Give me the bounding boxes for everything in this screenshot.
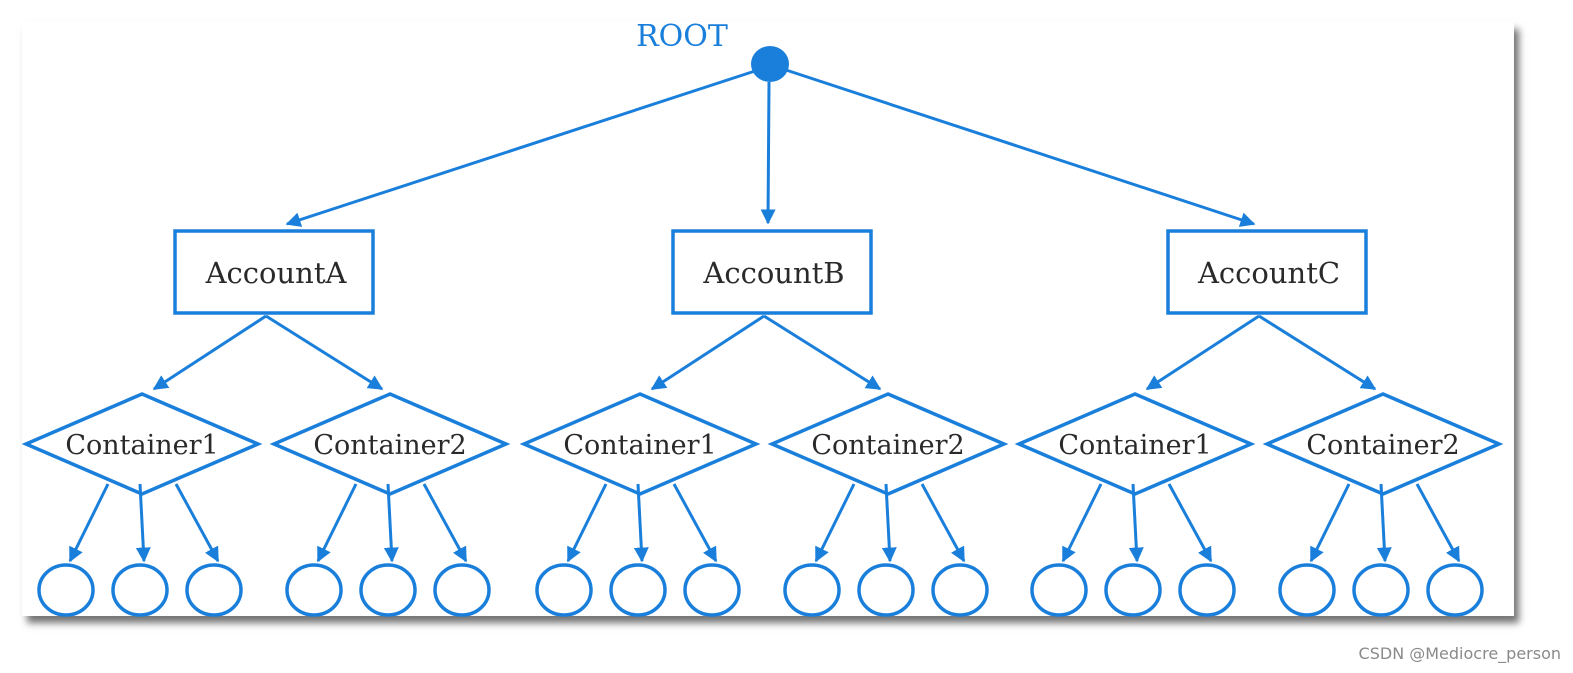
container-to-object-arrow bbox=[174, 483, 220, 563]
account-to-container-arrow bbox=[1145, 314, 1260, 391]
object-node bbox=[609, 563, 667, 617]
object-node bbox=[1104, 563, 1162, 617]
object-node bbox=[285, 563, 343, 617]
container-to-object-arrow bbox=[1167, 483, 1213, 563]
account-box bbox=[671, 229, 873, 315]
root-node bbox=[751, 46, 789, 82]
container-to-object-arrow bbox=[566, 483, 608, 563]
account-to-container-arrow bbox=[152, 314, 267, 391]
object-node bbox=[783, 563, 841, 617]
container-to-object-arrow bbox=[68, 483, 110, 563]
object-node bbox=[535, 563, 593, 617]
root-to-account-arrow bbox=[760, 81, 776, 225]
container-to-object-arrow bbox=[633, 483, 649, 563]
account-box bbox=[173, 229, 375, 315]
container-label: Container2 bbox=[313, 430, 466, 461]
account-label: AccountC bbox=[1197, 256, 1340, 290]
container-to-object-arrow bbox=[920, 483, 966, 563]
root-label: ROOT bbox=[636, 19, 728, 54]
container-label: Container1 bbox=[563, 430, 716, 461]
container-label: Container2 bbox=[1306, 430, 1459, 461]
container-to-object-arrow bbox=[135, 483, 151, 563]
watermark: CSDN @Mediocre_person bbox=[1358, 644, 1561, 663]
container-to-object-arrow bbox=[422, 483, 468, 563]
object-node bbox=[185, 563, 243, 617]
account-label: AccountB bbox=[702, 256, 844, 290]
container-to-object-arrow bbox=[383, 483, 399, 563]
account-to-container-arrow bbox=[1258, 314, 1377, 391]
account-to-container-arrow bbox=[265, 314, 384, 391]
container-to-object-arrow bbox=[881, 483, 897, 563]
object-node bbox=[683, 563, 741, 617]
object-node bbox=[433, 563, 491, 617]
account-label: AccountA bbox=[205, 256, 348, 290]
container-label: Container1 bbox=[1058, 430, 1211, 461]
container-to-object-arrow bbox=[814, 483, 856, 563]
container-to-object-arrow bbox=[1376, 483, 1392, 563]
object-node bbox=[111, 563, 169, 617]
container-label: Container1 bbox=[65, 430, 218, 461]
container-to-object-arrow bbox=[1061, 483, 1103, 563]
account-to-container-arrow bbox=[650, 314, 765, 391]
object-node bbox=[37, 563, 95, 617]
container-to-object-arrow bbox=[672, 483, 718, 563]
object-node bbox=[1278, 563, 1336, 617]
account-box bbox=[1166, 229, 1368, 315]
container-to-object-arrow bbox=[316, 483, 358, 563]
account-to-container-arrow bbox=[763, 314, 882, 391]
object-node bbox=[931, 563, 989, 617]
object-node bbox=[1178, 563, 1236, 617]
container-to-object-arrow bbox=[1415, 483, 1461, 563]
object-node bbox=[857, 563, 915, 617]
object-node bbox=[1030, 563, 1088, 617]
container-label: Container2 bbox=[811, 430, 964, 461]
root-to-account-arrow bbox=[785, 68, 1256, 227]
object-node bbox=[1426, 563, 1484, 617]
root-to-account-arrow bbox=[285, 69, 756, 227]
object-node bbox=[359, 563, 417, 617]
container-to-object-arrow bbox=[1309, 483, 1351, 563]
container-to-object-arrow bbox=[1128, 483, 1144, 563]
object-node bbox=[1352, 563, 1410, 617]
